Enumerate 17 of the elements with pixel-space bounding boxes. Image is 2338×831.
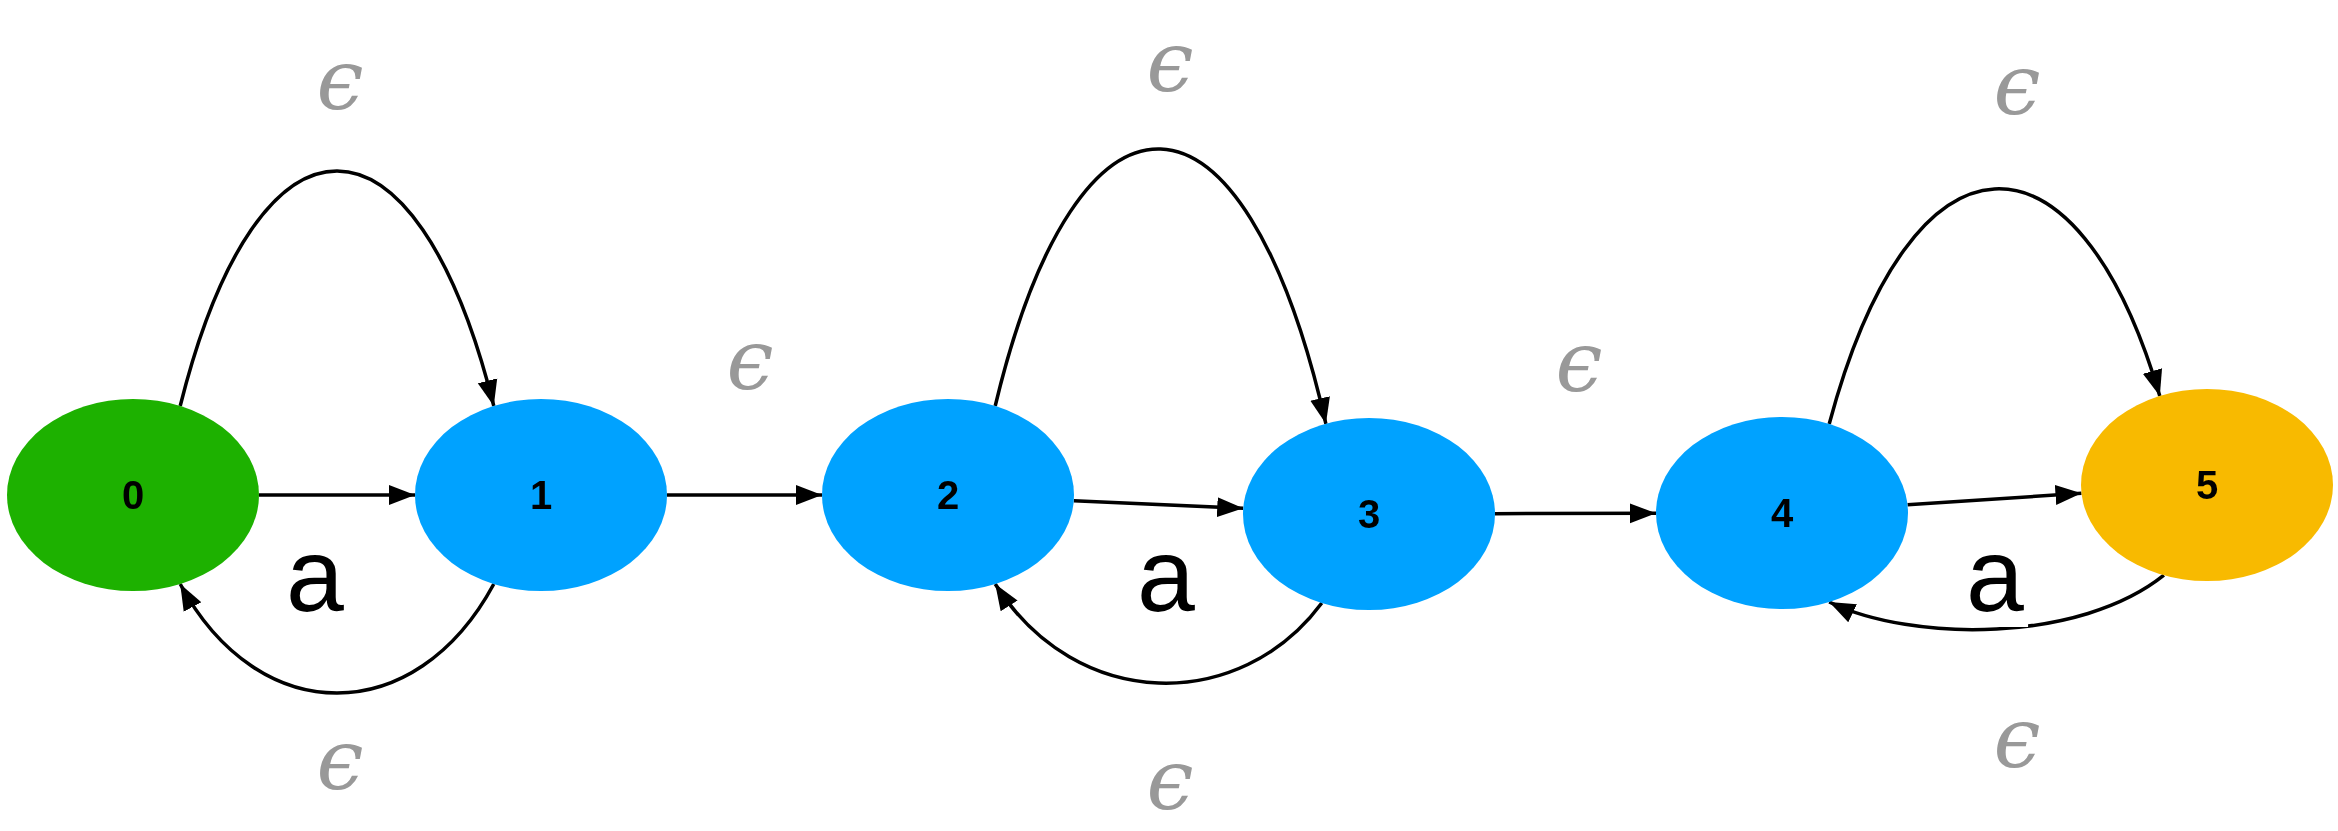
arrow xyxy=(1827,187,2162,425)
arrow xyxy=(1495,503,1656,524)
arrow xyxy=(1828,573,2165,632)
state-label: 5 xyxy=(2195,465,2219,505)
arrow xyxy=(178,583,496,695)
state-label: 3 xyxy=(1357,494,1381,534)
arrow xyxy=(1073,497,1244,518)
arrow xyxy=(178,169,497,407)
arrow xyxy=(1907,485,2082,507)
arrow xyxy=(259,485,415,505)
state-label: 0 xyxy=(121,475,145,515)
state-label: 4 xyxy=(1770,493,1794,533)
arrow xyxy=(993,147,1329,425)
arrow xyxy=(667,485,822,505)
state-label: 2 xyxy=(936,475,960,515)
state-label: 1 xyxy=(529,475,553,515)
arrow xyxy=(993,582,1324,685)
